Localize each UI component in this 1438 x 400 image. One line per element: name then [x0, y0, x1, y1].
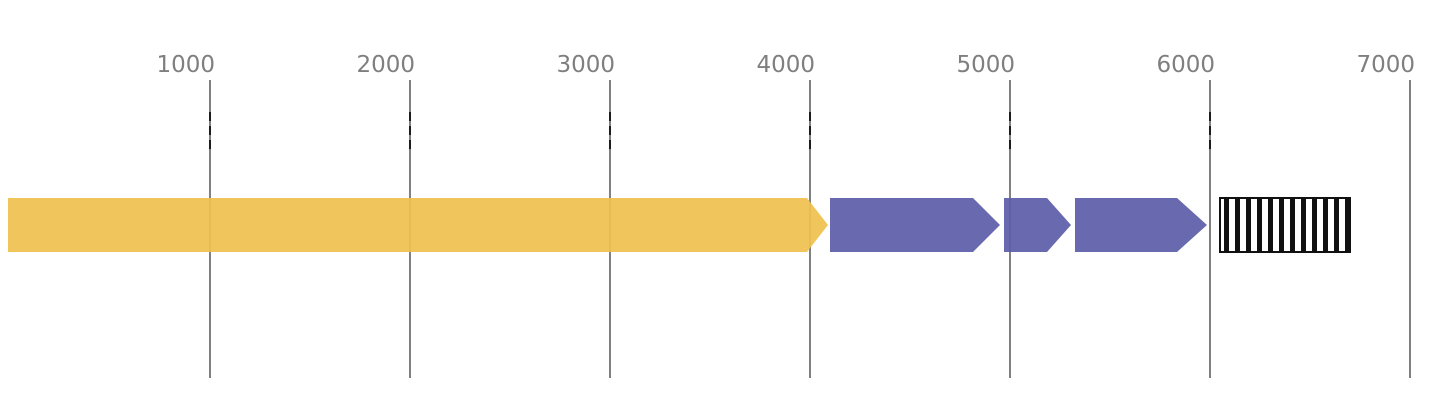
ruler-tick-labels: 1000 2000 3000 4000 5000 6000 7000 — [156, 52, 1415, 78]
tick-label-4000: 4000 — [756, 52, 815, 78]
feature-3-arrow — [1004, 198, 1071, 252]
tick-label-1000: 1000 — [156, 52, 215, 78]
feature-2-arrow — [830, 198, 1000, 252]
tick-label-5000: 5000 — [956, 52, 1015, 78]
feature-1-arrow — [8, 198, 828, 252]
gridline-dash-segments — [209, 112, 1211, 149]
tick-label-7000: 7000 — [1356, 52, 1415, 78]
tick-label-3000: 3000 — [556, 52, 615, 78]
feature-5-hatched-box — [1219, 197, 1351, 253]
sequence-features — [8, 197, 1351, 253]
feature-4-arrow — [1075, 198, 1207, 252]
tick-label-6000: 6000 — [1156, 52, 1215, 78]
tick-label-2000: 2000 — [356, 52, 415, 78]
